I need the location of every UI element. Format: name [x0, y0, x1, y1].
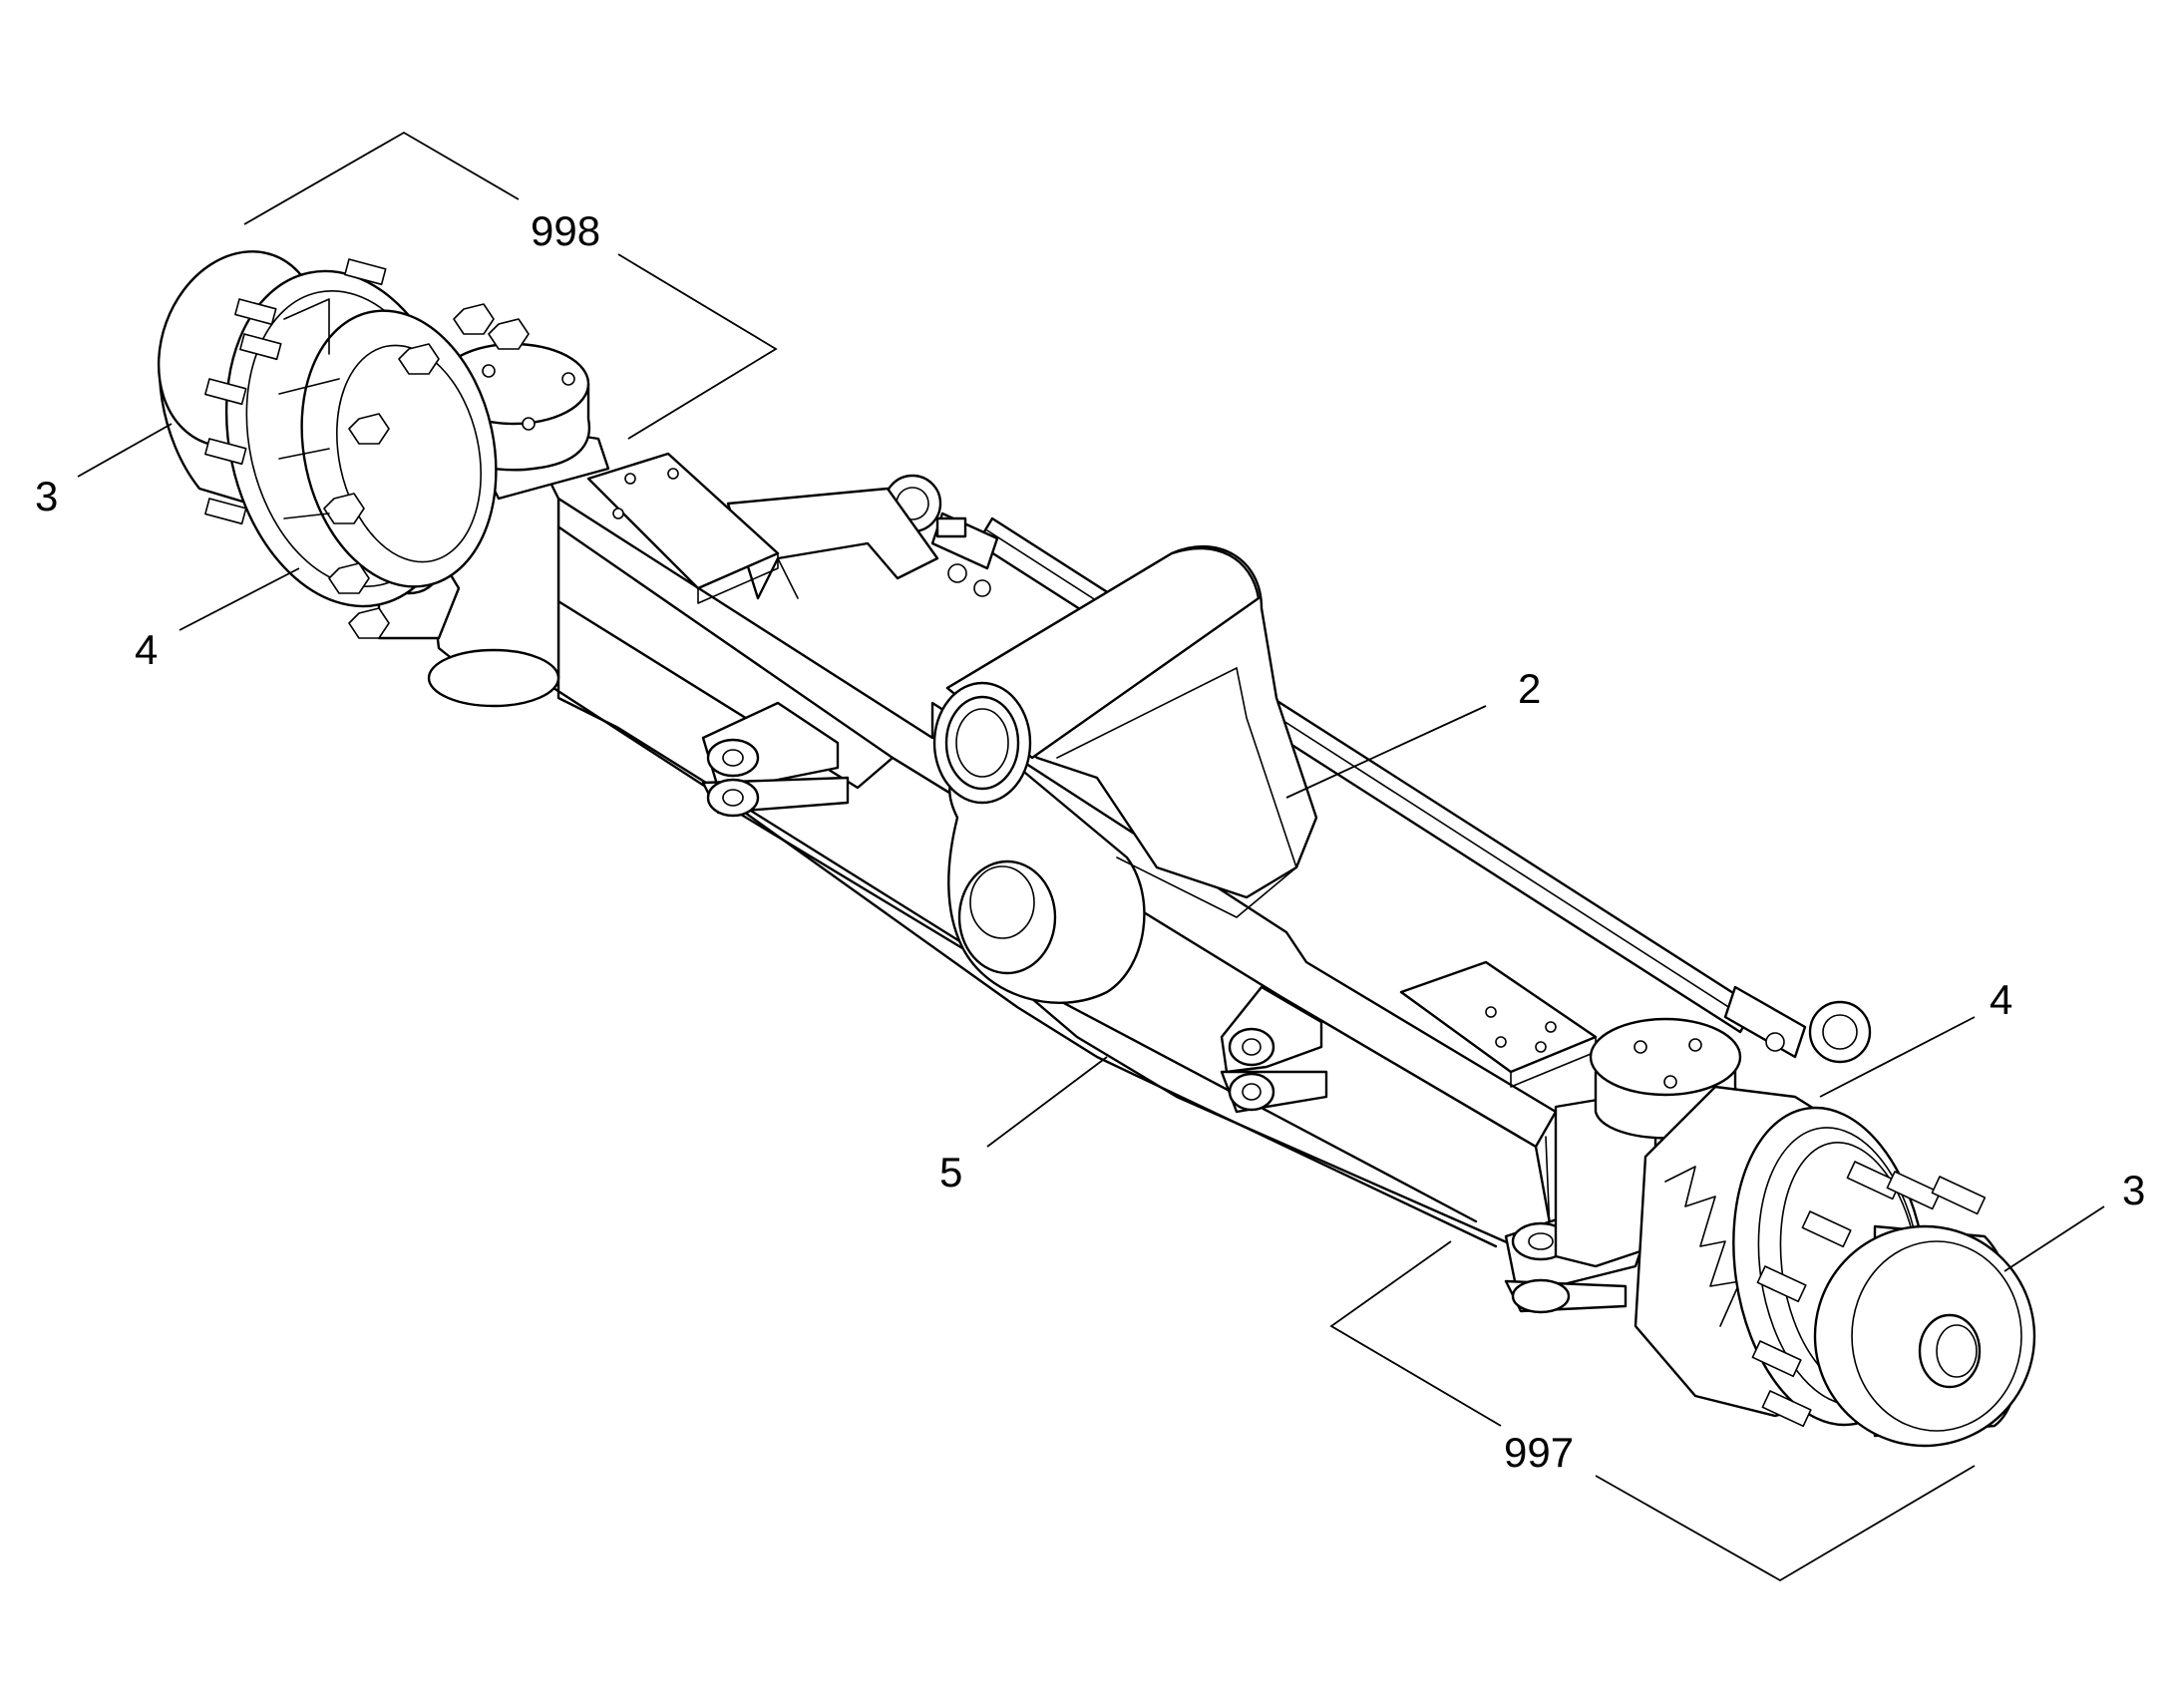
callout-label-4-left: 4: [135, 626, 158, 673]
steering-arm-left: [726, 487, 939, 600]
callout-label-3-right: 3: [2122, 1167, 2145, 1213]
callout-label-998: 998: [531, 207, 600, 254]
wheel-studs-right: [1751, 1161, 1987, 1428]
callout-label-2: 2: [1518, 665, 1541, 712]
callout-label-997: 997: [1504, 1429, 1574, 1476]
clevis-center: [1220, 985, 1328, 1114]
central-bracket: [932, 544, 1318, 1004]
callout-label-5: 5: [939, 1149, 962, 1196]
wheel-studs-left: [204, 258, 387, 525]
clevis-left: [701, 701, 850, 818]
callout-leaders: [77, 131, 2105, 1582]
callout-label-3-left: 3: [35, 473, 58, 519]
hub-left: [157, 250, 530, 639]
callout-label-4-right: 4: [1990, 976, 2012, 1023]
hub-right: [1634, 1085, 2036, 1448]
hub-bolts-left: [323, 303, 530, 639]
